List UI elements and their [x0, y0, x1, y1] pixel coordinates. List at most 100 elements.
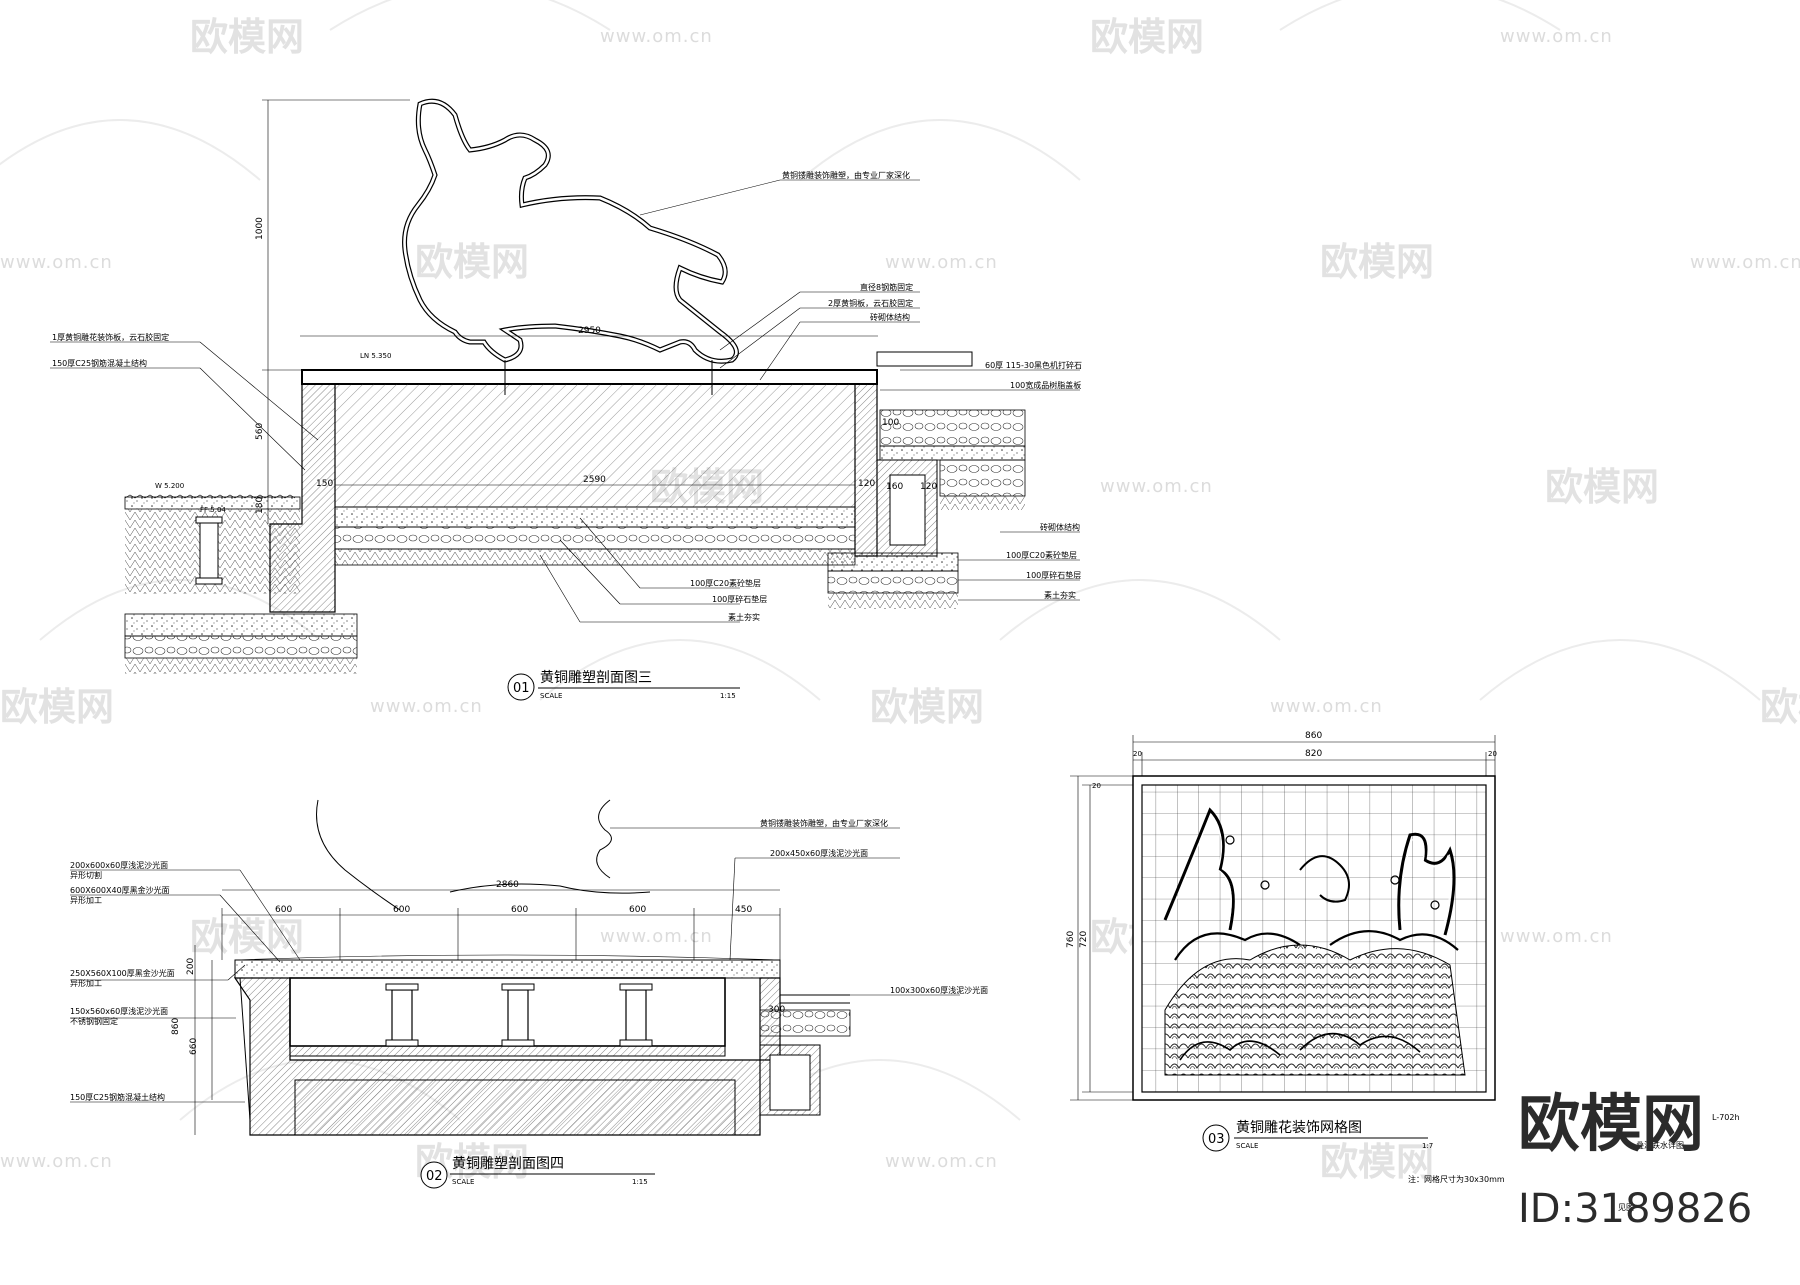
section-01-scale: 1:15	[720, 692, 736, 700]
note-s1-5: 150厚C25钢筋混凝土结构	[52, 358, 147, 368]
sculpture-fragment	[596, 799, 612, 879]
dim-height-mid: 560	[255, 423, 265, 440]
dim-seg-4: 600	[629, 905, 646, 915]
dim-seg-3: 600	[511, 905, 528, 915]
dim-drain-2: 120	[920, 482, 937, 492]
right-gravel-2	[939, 459, 1026, 497]
section-02-marker	[420, 1161, 448, 1189]
sculpture-outline-inner	[403, 100, 738, 363]
section-01-title: 黄铜雕塑剖面图三	[540, 669, 652, 686]
right-step-gravel	[759, 1009, 851, 1037]
right-concrete	[879, 445, 1026, 461]
section-01-scale-label: SCALE	[540, 692, 562, 700]
section-01-marker	[507, 673, 535, 701]
sculpture-fragment	[449, 883, 651, 894]
dim-inner-w: 820	[1305, 749, 1322, 759]
watermark-url: www.om.cn	[600, 926, 713, 947]
dim-step: 100	[882, 418, 899, 428]
section-02-number: 02	[426, 1169, 443, 1184]
note-s2-left-8: 150厚C25钢筋混凝土结构	[70, 1092, 165, 1102]
watermark-url: www.om.cn	[1500, 26, 1613, 47]
watermark-url: www.om.cn	[370, 696, 483, 717]
drain-channel	[889, 474, 926, 546]
note-s2-left-7: 不锈钢钢固定	[70, 1016, 118, 1026]
watermark-url: www.om.cn	[1690, 252, 1800, 273]
watermark-brand: 欧模网	[1090, 15, 1204, 59]
step-top	[876, 351, 973, 367]
section-02-drawing: 2860 600 600 600 600 450 200 860 660 300…	[70, 799, 988, 1189]
watermark-url: www.om.cn	[885, 252, 998, 273]
dim-top: 20	[1092, 782, 1101, 790]
concrete-layer	[334, 506, 856, 528]
note-s2-right-1: 200x450x60厚浅泥沙光面	[770, 848, 868, 858]
side-note: 叠瀑跌水详图	[1636, 1140, 1684, 1150]
carving-pattern	[1163, 807, 1466, 1076]
note-s1-0: 黄铜镂雕装饰雕塑，由专业厂家深化	[782, 170, 910, 180]
dim-h3: 660	[189, 1038, 199, 1055]
dim-left: 150	[316, 479, 333, 489]
dim-h2: 860	[171, 1018, 181, 1035]
watermark-url: www.om.cn	[1100, 476, 1213, 497]
brand-id: ID:3189826	[1518, 1186, 1752, 1232]
note-s1-9: 100厚C20素砼垫层	[1006, 550, 1077, 560]
support-cap	[195, 516, 223, 524]
watermark-url: www.om.cn	[0, 1151, 113, 1172]
note-s1-13: 100厚碎石垫层	[712, 594, 767, 604]
watermark-url: www.om.cn	[885, 1151, 998, 1172]
note-s2-left-2: 600X600X40厚黑金沙光面	[70, 885, 170, 895]
dim-side-right: 20	[1488, 750, 1497, 758]
dim-seg-2: 600	[393, 905, 410, 915]
note-s2-left-5: 异形加工	[70, 978, 102, 988]
right-soil	[940, 496, 1025, 510]
note-s2-left-6: 150x560x60厚浅泥沙光面	[70, 1006, 168, 1016]
watermark-brand: 欧模网	[870, 685, 984, 729]
top-slab	[301, 369, 878, 385]
note-s1-10: 100厚碎石垫层	[1026, 570, 1081, 580]
concrete-wall-right	[854, 383, 878, 557]
dim-side-left: 20	[1133, 750, 1142, 758]
dim-outer-h: 760	[1066, 931, 1076, 948]
watermark-url: www.om.cn	[0, 252, 113, 273]
note-s2-left-1: 异形切割	[70, 870, 102, 880]
footing-gravel	[827, 570, 959, 594]
watermark-url: www.om.cn	[1500, 926, 1613, 947]
watermark-brand: 欧模网	[1320, 240, 1434, 284]
section-03-drawing: 860 820 20 20 760 720 20	[1066, 731, 1740, 1212]
watermark-brand: 欧模网	[1320, 1140, 1434, 1184]
note-s1-8: 砖砌体结构	[1040, 522, 1080, 532]
dim-inner-h: 720	[1079, 931, 1089, 948]
side-code: L-702h	[1712, 1113, 1740, 1122]
section-03-scale: 1:7	[1422, 1142, 1433, 1150]
stone-top-layer	[234, 959, 781, 979]
level-top: LN 5.350	[360, 352, 391, 360]
dim-seg-1: 600	[275, 905, 292, 915]
dim-outer-w: 860	[1305, 731, 1322, 741]
ref-text: 见图	[1618, 1203, 1634, 1212]
note-s1-2: 2厚黄铜板，云石胶固定	[828, 298, 913, 308]
support-posts	[385, 983, 653, 1047]
sculpture-outline	[402, 98, 739, 364]
dim-height-top: 1000	[255, 217, 265, 240]
footing-soil	[828, 593, 958, 609]
note-s2-right-0: 黄铜镂雕装饰雕塑，由专业厂家深化	[760, 818, 888, 828]
section-01-number: 01	[513, 681, 530, 696]
level-water: W 5.200	[155, 482, 184, 490]
dim-base: 180	[255, 497, 265, 514]
note-s1-11: 素土夯实	[1044, 590, 1076, 600]
brand-stamp: 欧模网 ID:3189826	[1518, 1087, 1752, 1232]
section-02-scale-label: SCALE	[452, 1178, 474, 1186]
gravel-layer	[334, 526, 856, 550]
watermark-brand: 欧模网	[190, 15, 304, 59]
dim-width-inner: 2590	[583, 475, 606, 485]
dim-seg-5: 450	[735, 905, 752, 915]
watermark-url: www.om.cn	[600, 26, 713, 47]
note-s2-left-4: 250X560X100厚黑金沙光面	[70, 968, 175, 978]
soil-layer-left	[125, 658, 357, 674]
section-03-marker	[1202, 1124, 1230, 1152]
note-s2-left-3: 异形加工	[70, 895, 102, 905]
concrete-wall-left	[269, 369, 336, 613]
note-s1-6: 60厚 115-30黑色机打碎石	[985, 360, 1082, 370]
watermark-brand: 欧模网	[190, 915, 304, 959]
dim-h4: 300	[768, 1005, 785, 1015]
right-gravel	[879, 409, 1026, 447]
